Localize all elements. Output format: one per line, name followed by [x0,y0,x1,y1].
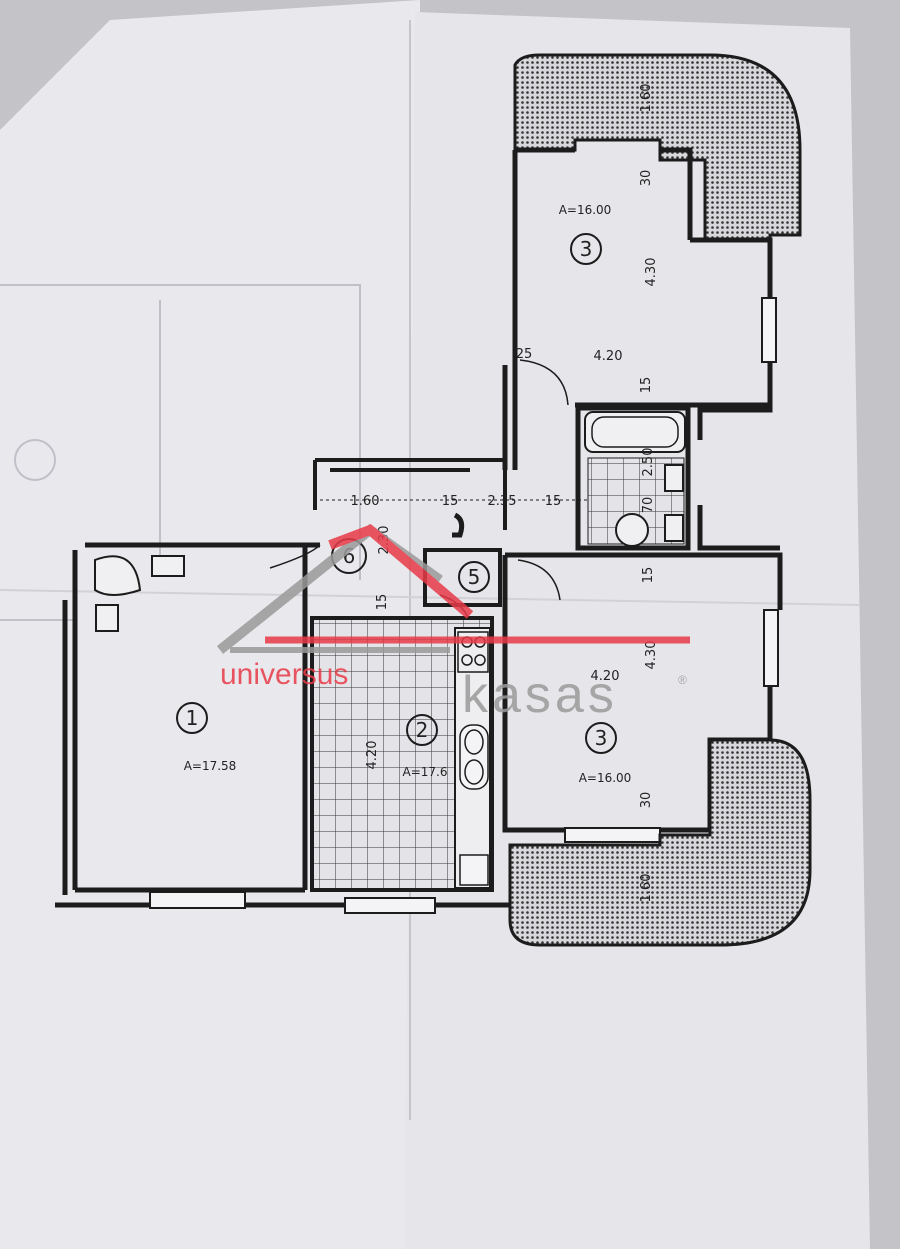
dimension-label: 4.30 [644,258,659,287]
dimension-label: 15 [641,567,656,584]
room-number: 3 [595,726,608,750]
top-bedroom-window [761,297,777,363]
dimension-label: 15 [442,494,459,509]
room-area: A=16.00 [559,203,612,217]
watermark-logo: universus kasas ® [216,523,690,724]
corridor-walls [313,458,507,530]
dimension-label: 1.60 [639,84,654,113]
dimension-label: 4.20 [594,349,623,364]
room-number: 1 [186,706,199,730]
room-area: A=16.00 [579,771,632,785]
dimension-label: 70 [641,497,656,514]
lower-balcony [508,738,812,947]
lower-bedroom-balcony-door [564,827,661,843]
dimension-label: 4.30 [644,641,659,670]
lower-bedroom-window [763,609,779,687]
dimension-label: 15 [545,494,562,509]
living-room-window [149,891,246,909]
watermark-brand-left: universus [220,658,348,691]
room-area: A=17.6 [403,765,448,779]
dimension-label: 2.35 [488,494,517,509]
paper-left-sheet [0,0,420,1249]
dimension-label: 25 [516,347,533,362]
watermark-brand-right: kasas [462,666,618,724]
dimension-label: 15 [639,377,654,394]
dimension-label: 4.20 [591,669,620,684]
living-room-niche [151,555,185,577]
room-number: 2 [416,718,429,742]
corridor-hook [452,512,465,538]
dimension-labels: 1.60 30 4.30 4.20 25 15 2.50 70 1.60 15 … [351,84,659,903]
lower-bedroom-door [517,559,561,601]
top-bedroom-door [519,359,569,406]
dimension-label: 15 [375,594,390,611]
room-number: 3 [580,237,593,261]
kitchen-appliance [459,854,489,886]
bathroom [575,405,691,551]
dimension-label: 30 [639,792,654,809]
kitchen-sink [459,724,489,790]
top-bedroom-walls [502,147,773,470]
dimension-label: 1.60 [639,874,654,903]
watermark-registered-mark: ® [678,673,687,687]
dimension-label: 4.20 [365,741,380,770]
dimension-label: 2.50 [641,448,656,477]
living-room-column [94,555,142,596]
dimension-label: 1.60 [351,494,380,509]
kitchen-window [344,897,436,914]
watermark-roof-red [328,524,474,619]
room-number: 5 [468,565,481,589]
top-balcony [513,53,802,242]
living-room-niche [95,604,119,632]
entry-door-arc [269,544,321,569]
room-area: A=17.58 [184,759,237,773]
paper-fold-horizontal [0,589,861,606]
dimension-label: 30 [639,170,654,187]
